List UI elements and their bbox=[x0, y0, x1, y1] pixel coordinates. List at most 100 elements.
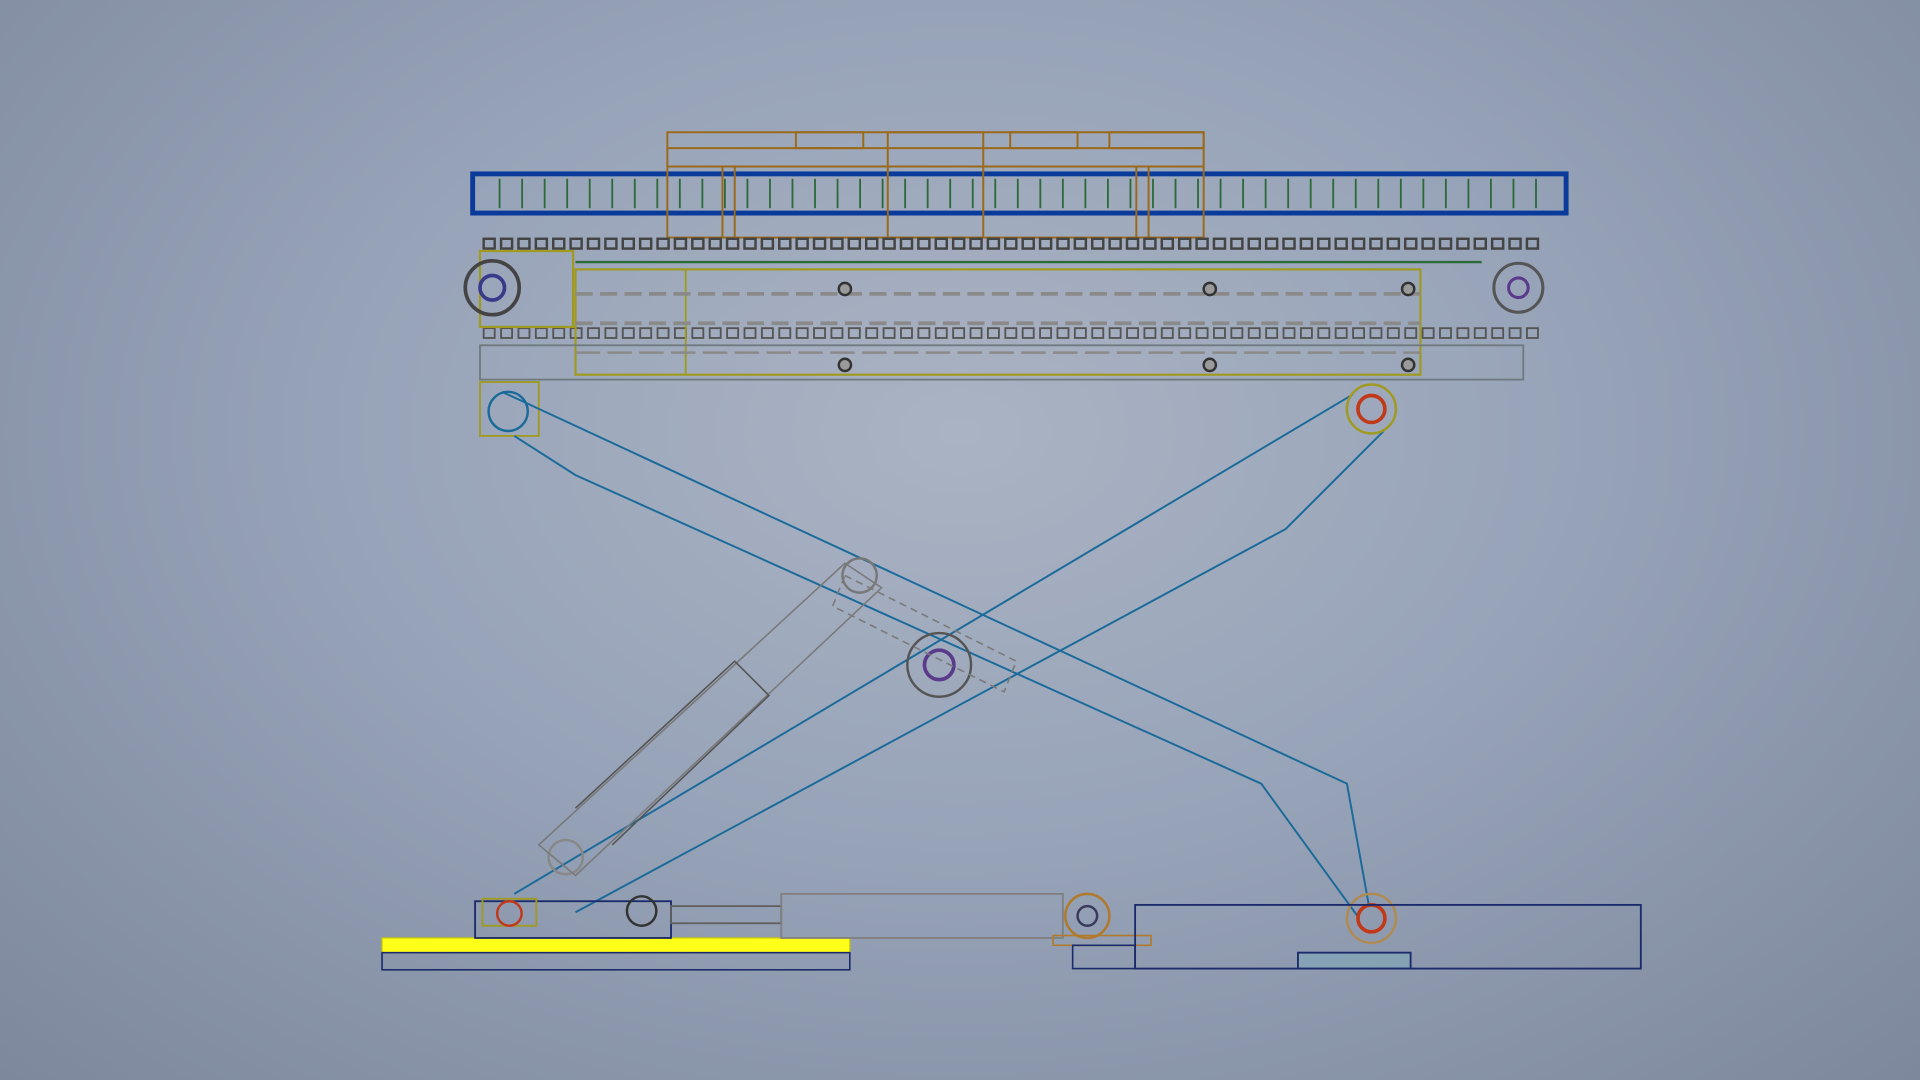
chain-link bbox=[917, 327, 931, 339]
chain-link bbox=[673, 237, 688, 250]
chain-link bbox=[1439, 327, 1452, 339]
chain-link bbox=[1073, 327, 1087, 339]
chain-link bbox=[639, 327, 653, 339]
chain-link bbox=[604, 237, 618, 250]
chain-link bbox=[882, 237, 896, 250]
chain-link bbox=[534, 237, 549, 250]
chain-link bbox=[482, 237, 496, 250]
chain-link bbox=[882, 327, 896, 339]
base-foot bbox=[381, 951, 851, 971]
frame-bolt bbox=[837, 281, 853, 297]
conveyor-chain bbox=[482, 237, 1540, 339]
chain-link bbox=[1038, 237, 1053, 250]
chain-link bbox=[1282, 237, 1296, 250]
chain-link bbox=[1195, 327, 1209, 339]
chain-link bbox=[795, 327, 809, 339]
chain-link bbox=[1490, 237, 1505, 250]
actuator-cylinder bbox=[574, 660, 771, 846]
chain-link bbox=[726, 327, 740, 339]
chain-link bbox=[656, 237, 670, 250]
chain-link bbox=[795, 237, 809, 250]
chain-link bbox=[1456, 327, 1470, 339]
actuator-plate bbox=[831, 574, 1018, 693]
chain-link bbox=[1108, 237, 1122, 250]
chain-link bbox=[900, 327, 913, 339]
chain-link bbox=[1091, 237, 1105, 250]
idler-hub bbox=[1507, 276, 1530, 300]
top-belt bbox=[470, 171, 1569, 216]
chain-link bbox=[569, 237, 583, 250]
chain-link bbox=[1178, 327, 1192, 339]
chain-link bbox=[656, 327, 670, 339]
chain-link bbox=[1456, 237, 1470, 250]
center-pivot-bearing bbox=[922, 648, 956, 682]
chain-link bbox=[847, 237, 862, 250]
carriage-tab bbox=[794, 131, 865, 150]
chain-link bbox=[1352, 327, 1365, 339]
chain-link bbox=[934, 237, 949, 250]
frame-bolt bbox=[1400, 357, 1416, 373]
chain-link bbox=[534, 327, 548, 339]
center-pivot bbox=[906, 631, 973, 698]
chain-link bbox=[552, 327, 566, 339]
chain-link bbox=[1403, 237, 1418, 250]
cylinder-front-foot bbox=[1052, 934, 1152, 947]
top-right-roller bbox=[1345, 383, 1398, 435]
chain-link bbox=[1247, 327, 1261, 339]
actuator-link bbox=[537, 562, 883, 877]
chain-link bbox=[691, 237, 705, 250]
chain-link bbox=[1351, 237, 1366, 250]
frame-base-rail bbox=[479, 344, 1525, 381]
chain-link bbox=[847, 327, 861, 339]
chain-link bbox=[674, 327, 687, 339]
chain-link bbox=[1177, 237, 1192, 250]
frame-bolt bbox=[837, 357, 853, 373]
chain-link bbox=[917, 237, 931, 250]
chain-link bbox=[1299, 327, 1313, 339]
top-left-pivot bbox=[487, 390, 529, 433]
chain-link bbox=[1317, 237, 1331, 250]
bottom-right-roller-bearing bbox=[1356, 903, 1387, 934]
chain-link bbox=[1021, 327, 1035, 339]
chain-link bbox=[1282, 327, 1296, 339]
chain-link bbox=[1125, 237, 1140, 250]
chain-link bbox=[1386, 237, 1401, 250]
chain-link bbox=[1143, 237, 1157, 250]
bottom-right-roller bbox=[1345, 892, 1398, 945]
chain-link bbox=[1264, 237, 1279, 250]
chain-link bbox=[1108, 327, 1122, 339]
chain-link bbox=[1317, 327, 1331, 339]
frame-bolt bbox=[1202, 357, 1218, 373]
chain-link bbox=[482, 327, 496, 339]
chain-link bbox=[1508, 327, 1522, 339]
chain-link bbox=[1126, 327, 1139, 339]
chain-link bbox=[1526, 327, 1539, 339]
chain-link bbox=[517, 237, 531, 250]
chain-link bbox=[1230, 237, 1244, 250]
chain-link bbox=[778, 237, 792, 250]
chain-link bbox=[1212, 237, 1227, 250]
carriage-tab bbox=[1009, 131, 1079, 150]
chain-link bbox=[1247, 237, 1261, 250]
chain-link bbox=[517, 327, 531, 339]
chain-link bbox=[969, 327, 983, 339]
chain-link bbox=[778, 327, 792, 339]
chain-link bbox=[621, 237, 636, 250]
chain-link bbox=[1039, 327, 1053, 339]
cylinder-body bbox=[780, 892, 1064, 939]
frame-bolt bbox=[1400, 281, 1416, 297]
chain-link bbox=[865, 327, 879, 339]
chain-link bbox=[952, 327, 966, 339]
chain-link bbox=[1299, 237, 1314, 250]
chain-link bbox=[1056, 327, 1070, 339]
chain-link bbox=[587, 327, 600, 339]
cylinder-front-mount bbox=[1064, 892, 1111, 940]
idler-sprocket bbox=[1492, 261, 1545, 314]
chain-link bbox=[969, 237, 983, 250]
chain-link bbox=[604, 327, 618, 339]
top-right-roller-bearing bbox=[1356, 393, 1387, 425]
chain-link bbox=[812, 237, 827, 250]
chain-link bbox=[1056, 237, 1070, 250]
